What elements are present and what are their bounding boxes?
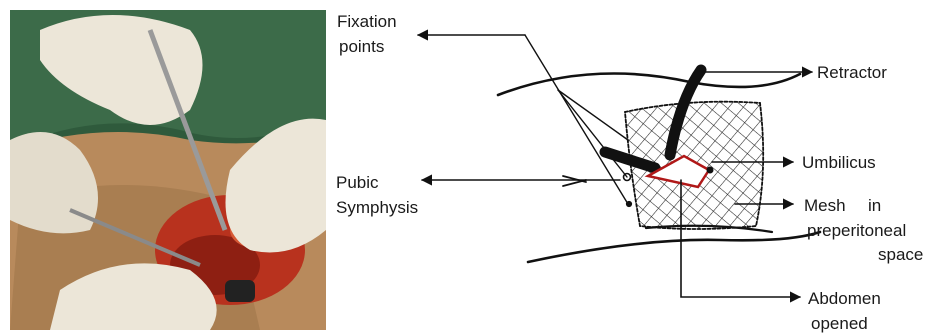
mesh-label-line1b: in [868,196,881,215]
black-clamp [225,280,255,302]
umbilicus-label: Umbilicus [802,153,876,172]
fixation-label-line2: points [339,37,384,56]
schematic [418,35,820,297]
mesh-label-line1: Mesh [804,196,846,215]
pubic-label-line1: Pubic [336,173,379,192]
labels: Fixation points Pubic Symphysis Retracto… [336,12,923,333]
lower-skin-edge [528,232,820,262]
surgical-photo [10,10,326,330]
upper-skin-edge [498,74,800,95]
abdomen-label-line1: Abdomen [808,289,881,308]
fixation-leader-2 [558,90,627,177]
fixation-label-line1: Fixation [337,12,397,31]
mesh-label-line3: space [878,245,923,264]
abdomen-label-line2: opened [811,314,868,333]
retractor-label: Retractor [817,63,887,82]
mesh-label-line2: preperitoneal [807,221,906,240]
fixation-leader-3 [558,90,628,140]
fixation-point-2 [707,167,713,173]
pubic-label-line2: Symphysis [336,198,418,217]
